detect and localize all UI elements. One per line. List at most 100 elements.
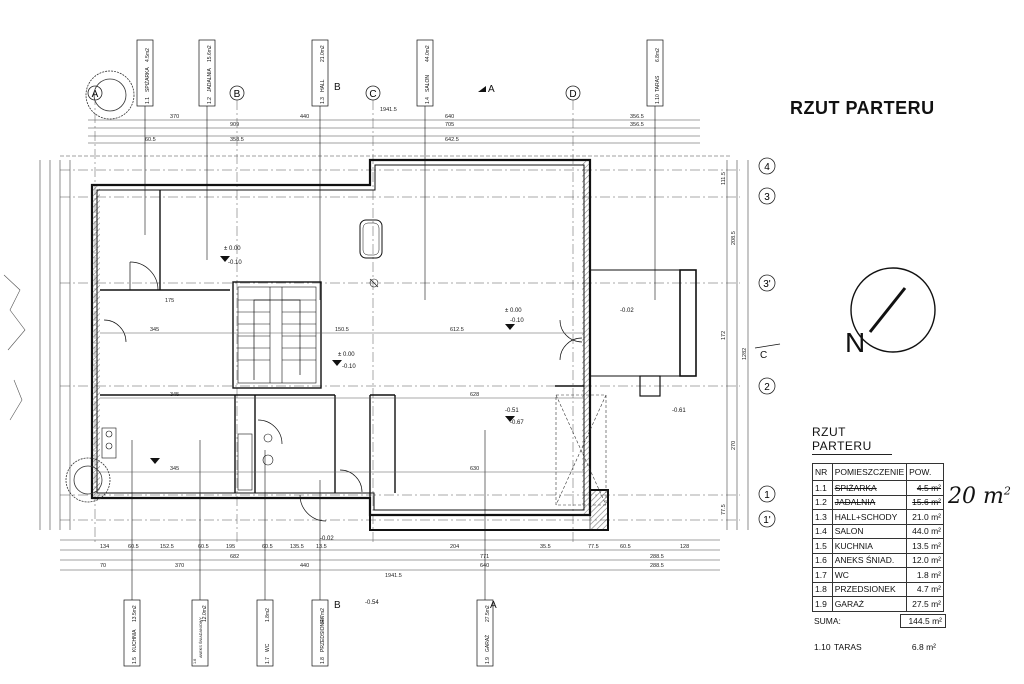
row-nr: 1.7 bbox=[812, 567, 833, 583]
row-area: 44.0 m² bbox=[906, 523, 944, 539]
handwritten-sup: 2 bbox=[1003, 484, 1011, 498]
svg-text:77.5: 77.5 bbox=[588, 544, 599, 550]
svg-text:-0.02: -0.02 bbox=[320, 536, 334, 542]
svg-text:172: 172 bbox=[721, 331, 727, 340]
svg-text:-0.10: -0.10 bbox=[228, 260, 242, 266]
level-markers: ± 0.00 -0.10 ± 0.00 -0.10 ± 0.00 -0.10 -… bbox=[150, 246, 686, 606]
svg-text:640: 640 bbox=[480, 563, 489, 569]
svg-text:-0.67: -0.67 bbox=[510, 420, 524, 426]
svg-text:21.0m2: 21.0m2 bbox=[320, 45, 326, 62]
row-nr: 1.5 bbox=[812, 538, 833, 554]
north-label: N bbox=[845, 327, 865, 358]
dimension-labels-top: 370 440 640 356.5 1941.5 909 705 356.5 6… bbox=[145, 107, 644, 143]
exterior-walls bbox=[90, 158, 592, 517]
svg-text:-0.10: -0.10 bbox=[342, 364, 356, 370]
sum-row: SUMA: 144.5 m² bbox=[812, 613, 962, 628]
dimension-labels-bottom: 134 60.5 152.5 60.5 195 60.5 135.5 13.5 … bbox=[100, 544, 689, 579]
handwritten-area-note: 20 m2 bbox=[948, 484, 1011, 509]
dimension-labels-right: 111.5 208.5 172 270 77.5 1282 bbox=[721, 172, 748, 515]
row-area: 4.7 m² bbox=[906, 581, 944, 597]
svg-text:-0.54: -0.54 bbox=[365, 600, 379, 606]
axis-bubbles-top: A B C D bbox=[87, 85, 581, 101]
svg-text:77.5: 77.5 bbox=[721, 504, 727, 515]
table-row: 1.8 PRZEDSIONEK 4.7 m² bbox=[812, 581, 944, 597]
svg-text:-0.02: -0.02 bbox=[620, 308, 634, 314]
room-schedule-table: NR POMIESZCZENIE POW. 1.1 SPIŻARKA 4.5 m… bbox=[812, 463, 944, 612]
axis-bubbles-right: 4 3 3' 2 1 1' bbox=[758, 157, 776, 528]
svg-text:1.5: 1.5 bbox=[132, 657, 138, 664]
sum-value: 144.5 m² bbox=[900, 613, 946, 628]
svg-text:SPIŻARKA: SPIŻARKA bbox=[144, 67, 151, 92]
svg-text:175: 175 bbox=[165, 298, 174, 304]
room-schedule: RZUT PARTERU NR POMIESZCZENIE POW. 1.1 S… bbox=[812, 425, 962, 652]
section-marks: A A B B C bbox=[334, 82, 781, 611]
kitchen-fixtures bbox=[101, 278, 379, 491]
svg-text:TARAS: TARAS bbox=[655, 75, 661, 92]
svg-text:HALL: HALL bbox=[320, 79, 326, 92]
grid-axes bbox=[60, 95, 740, 545]
pencil-scribbles bbox=[3, 274, 26, 421]
axis-label: B bbox=[234, 89, 241, 100]
dimension-lines-top bbox=[60, 119, 730, 157]
approval-stamp bbox=[65, 70, 135, 503]
row-area: 27.5 m² bbox=[906, 596, 944, 612]
svg-text:440: 440 bbox=[300, 563, 309, 569]
svg-text:111.5: 111.5 bbox=[721, 172, 727, 185]
svg-text:204: 204 bbox=[450, 544, 459, 550]
dim-top-6: 705 bbox=[445, 122, 454, 128]
table-row: 1.4 SALON 44.0 m² bbox=[812, 523, 944, 539]
svg-text:WC: WC bbox=[265, 643, 271, 652]
svg-text:B: B bbox=[334, 82, 341, 93]
axis-label: 1' bbox=[763, 515, 771, 526]
svg-text:35.5: 35.5 bbox=[540, 544, 551, 550]
interior-dimensions: 345 175 150.5 612.5 345 628 345 630 bbox=[100, 298, 584, 473]
svg-text:345: 345 bbox=[150, 327, 159, 333]
svg-text:KUCHNIA: KUCHNIA bbox=[132, 629, 138, 652]
svg-text:1.7: 1.7 bbox=[265, 657, 271, 664]
interior-walls bbox=[100, 190, 584, 515]
terrace-row: 1.10 TARAS 6.8 m² bbox=[812, 642, 962, 652]
svg-text:134: 134 bbox=[100, 544, 109, 550]
row-area: 15.6 m² bbox=[906, 494, 944, 510]
svg-text:60.5: 60.5 bbox=[198, 544, 209, 550]
svg-text:± 0.00: ± 0.00 bbox=[224, 246, 241, 252]
axis-label: 3 bbox=[764, 192, 770, 203]
svg-text:44.0m2: 44.0m2 bbox=[425, 45, 431, 62]
svg-text:1.8m2: 1.8m2 bbox=[265, 608, 271, 622]
svg-text:370: 370 bbox=[175, 563, 184, 569]
table-row: 1.2 JADALNIA 15.6 m² bbox=[812, 494, 944, 510]
svg-text:1.8: 1.8 bbox=[320, 657, 326, 664]
page-title: RZUT PARTERU bbox=[790, 98, 935, 118]
svg-text:A: A bbox=[490, 600, 497, 611]
row-name: WC bbox=[831, 567, 908, 583]
terrace bbox=[589, 269, 697, 397]
svg-text:270: 270 bbox=[731, 441, 737, 450]
svg-text:ANEKS ŚNIADANIOWY: ANEKS ŚNIADANIOWY bbox=[198, 617, 203, 658]
svg-text:12.0m2: 12.0m2 bbox=[202, 605, 208, 622]
door-swings bbox=[103, 261, 583, 522]
svg-text:27.5m2: 27.5m2 bbox=[485, 605, 491, 622]
row-nr: 1.1 bbox=[812, 480, 833, 496]
svg-text:60.5: 60.5 bbox=[620, 544, 631, 550]
row-name: GARAŻ bbox=[831, 596, 908, 612]
svg-text:682: 682 bbox=[230, 554, 239, 560]
dim-top-2: 440 bbox=[300, 114, 309, 120]
row-name: PRZEDSIONEK bbox=[831, 581, 908, 597]
svg-text:13.5m2: 13.5m2 bbox=[132, 605, 138, 622]
table-row: 1.3 HALL+SCHODY 21.0 m² bbox=[812, 509, 944, 525]
axis-label: 2 bbox=[764, 382, 770, 393]
row-nr: 1.2 bbox=[812, 494, 833, 510]
axis-label: D bbox=[569, 89, 576, 100]
axis-label: 4 bbox=[764, 162, 770, 173]
svg-text:1.6: 1.6 bbox=[193, 659, 197, 664]
svg-text:1.9: 1.9 bbox=[485, 657, 491, 664]
svg-text:-0.10: -0.10 bbox=[510, 318, 524, 324]
svg-text:1.2: 1.2 bbox=[207, 97, 213, 104]
svg-text:60.5: 60.5 bbox=[128, 544, 139, 550]
svg-text:B: B bbox=[334, 600, 341, 611]
row-area: 13.5 m² bbox=[906, 538, 944, 554]
svg-text:771: 771 bbox=[480, 554, 489, 560]
room-tags-top: 1.1 SPIŻARKA 4.5m2 1.2 JADALNIA 15.6m2 1… bbox=[136, 39, 664, 300]
compass-icon: N bbox=[845, 267, 936, 358]
